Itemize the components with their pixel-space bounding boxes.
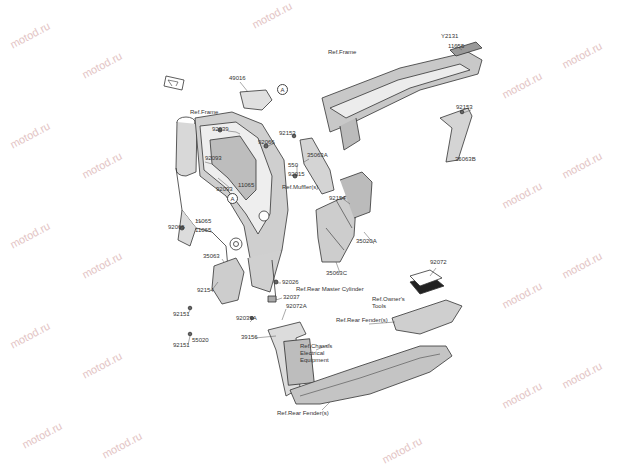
callout-number: 92151 [173,311,190,318]
reference-note: Y2131 [441,33,458,40]
watermark: motod.ru [20,420,64,451]
callout-number: 92154 [197,287,214,294]
callout-number: 35063 [203,253,220,260]
watermark: motod.ru [250,0,294,31]
callout-number: 92153 [456,104,473,111]
callout-number: 11055 [448,43,464,50]
leader-lines [183,45,471,410]
callout-number: 11065 [238,182,254,189]
callout-number: 11065 [195,227,211,234]
bolts [180,110,464,336]
callout-number: 92153 [279,130,296,137]
watermark: motod.ru [80,150,124,181]
reference-note: Ref.Muffler(s) [282,184,318,191]
footpeg-bracket [316,172,372,262]
watermark: motod.ru [560,150,604,181]
callout-number: 92093 [216,186,233,193]
front-arrow-icon [164,76,184,90]
callout-number: 35063C [326,270,347,277]
watermark: motod.ru [8,320,52,351]
bracket-part [440,108,472,162]
footpeg-bracket [212,258,244,304]
watermark: motod.ru [560,360,604,391]
reference-note: Ref.Frame [328,49,356,56]
reference-note: Ref.Rear Fender(s) [277,410,329,417]
callout-number: 92154 [329,195,346,202]
reference-circle: A [277,84,288,95]
reference-letter: A [230,196,234,202]
watermark: motod.ru [80,250,124,281]
watermark: motod.ru [80,350,124,381]
watermark: motod.ru [560,40,604,71]
callout-number: 92093 [205,155,222,162]
callout-number: 92039A [236,315,257,322]
watermark: motod.ru [380,435,424,466]
callout-number: 92039 [212,126,229,133]
watermark: motod.ru [560,250,604,281]
callout-number: 550 [288,162,298,169]
callout-number: 92066 [258,139,275,146]
callout-number: 92072 [430,259,447,266]
fender-part [392,300,462,334]
watermark: motod.ru [500,380,544,411]
reference-note: Ref.Rear Fender(s) [336,317,388,324]
watermark: motod.ru [8,120,52,151]
callout-number: 35063A [307,152,328,159]
watermark: motod.ru [8,20,52,51]
watermark: motod.ru [500,70,544,101]
reference-circle: A [227,193,238,204]
callout-number: 92026 [282,279,299,286]
reference-note: Ref.Frame [190,109,218,116]
callout-number: 92151 [173,342,190,349]
callout-number: 92072A [286,303,307,310]
callout-number: 35063B [455,156,476,163]
watermark: motod.ru [500,280,544,311]
callout-number: 55020 [192,337,209,344]
watermark: motod.ru [80,50,124,81]
callout-number: 92015 [288,171,305,178]
callout-number: 92066 [168,224,185,231]
reference-note: Ref.Chassis Electrical Equipment [300,343,342,364]
reference-letter: A [280,87,284,93]
reference-note: Ref.Rear Master Cylinder [296,286,364,293]
callout-number: 35020A [356,238,377,245]
callout-number: 11065 [195,218,211,225]
plate-part [410,270,444,294]
under-tray [268,322,452,404]
cover-part [240,90,272,110]
reference-note: Ref.Owner's Tools [372,296,408,310]
callout-number: 39156 [241,334,258,341]
callout-number: 49016 [229,75,246,82]
watermark: motod.ru [500,180,544,211]
watermark: motod.ru [100,430,144,461]
watermark: motod.ru [8,220,52,251]
callout-number: 32037 [283,294,300,301]
